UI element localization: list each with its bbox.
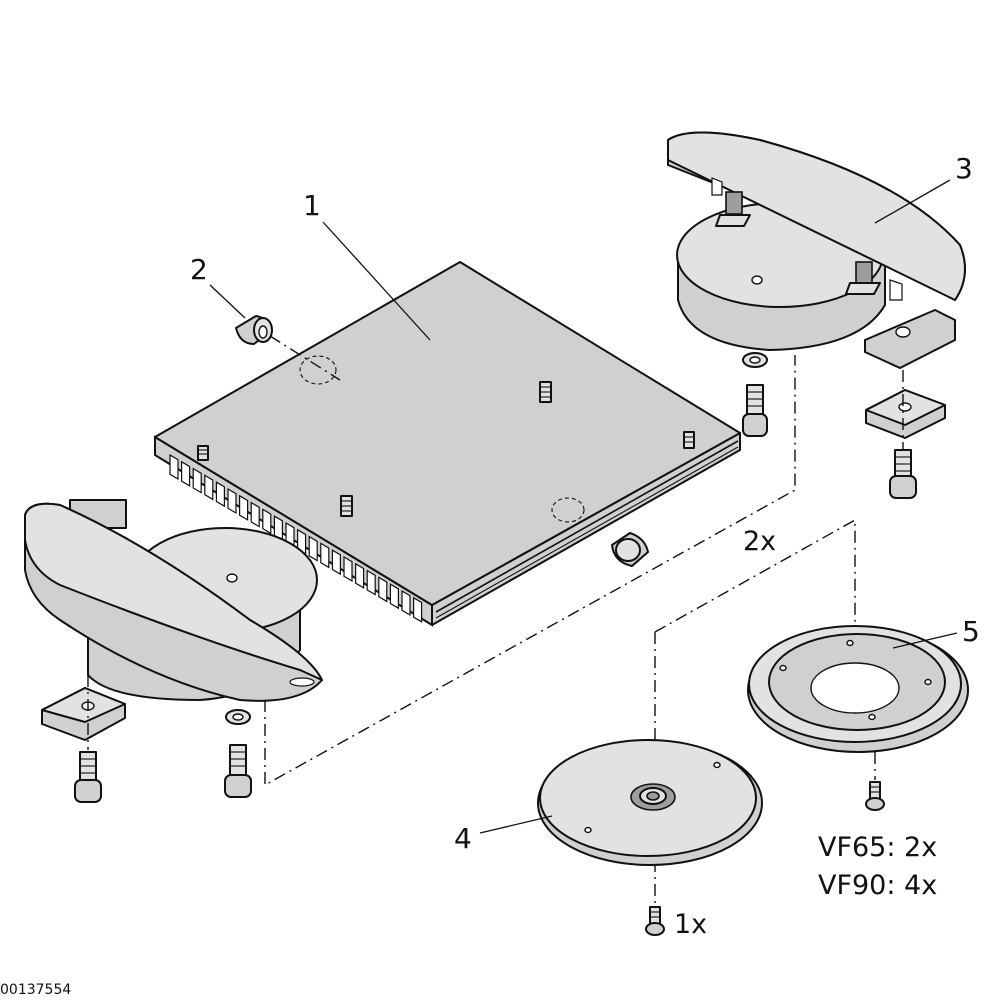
leader-lines — [209, 179, 958, 834]
plate-rib-opening — [389, 583, 399, 610]
plate-rib-opening — [378, 576, 388, 603]
cover-disc-part-4 — [537, 739, 763, 866]
plate-rib-opening — [262, 508, 272, 535]
clamp-block — [865, 389, 946, 439]
plate-rib-opening — [227, 487, 237, 515]
small-screw — [645, 906, 665, 936]
end-cover-part-3-right — [667, 131, 966, 369]
plate-rib-opening — [215, 481, 225, 508]
plate-rib-opening — [169, 453, 179, 481]
clamp-block — [41, 687, 126, 741]
part-label-5: 5 — [962, 615, 980, 648]
part-label-2: 2 — [190, 253, 208, 286]
part-label-4: 4 — [454, 822, 472, 855]
plate-rib-opening — [239, 494, 249, 521]
plate-rib-opening — [331, 549, 341, 576]
plate-rib-opening — [413, 596, 423, 623]
cover-clip — [845, 261, 881, 295]
plate-rib-opening — [308, 535, 318, 562]
plate-rib-opening — [204, 474, 214, 501]
cover-clip — [715, 191, 751, 227]
plate-rib-opening — [355, 562, 365, 589]
document-number: 00137554 — [0, 982, 71, 998]
plate-stud — [683, 431, 695, 449]
bushing-part-2 — [235, 315, 341, 381]
pair-quantity-note: 2x — [743, 526, 776, 557]
plate-rib-opening — [366, 569, 376, 596]
vf90-quantity-note: VF90: 4x — [818, 870, 937, 901]
cap-screw — [224, 744, 252, 798]
plate-rib-opening — [250, 501, 260, 528]
single-screw-quantity-note: 1x — [674, 909, 707, 940]
part-label-1: 1 — [303, 189, 321, 222]
plate-stud — [340, 495, 353, 517]
washer — [225, 709, 251, 725]
end-cover-left — [24, 499, 323, 702]
bushing-part-2 — [611, 532, 649, 567]
base-plate-part-1 — [153, 261, 741, 628]
plate-stud — [197, 445, 209, 461]
part-label-3: 3 — [955, 152, 973, 185]
plate-rib-opening — [401, 589, 411, 617]
vf65-quantity-note: VF65: 2x — [818, 832, 937, 863]
cap-screw — [889, 449, 917, 499]
washer — [742, 352, 768, 368]
cap-screw — [74, 751, 102, 803]
cap-screw — [742, 384, 768, 437]
plate-rib-opening — [343, 555, 353, 583]
plate-stud — [539, 381, 552, 403]
plate-rib-opening — [192, 467, 202, 494]
plate-rib-opening — [181, 460, 191, 487]
small-screw — [865, 781, 885, 811]
flange-ring-part-5 — [747, 625, 969, 753]
plate-rib-opening — [320, 542, 330, 569]
